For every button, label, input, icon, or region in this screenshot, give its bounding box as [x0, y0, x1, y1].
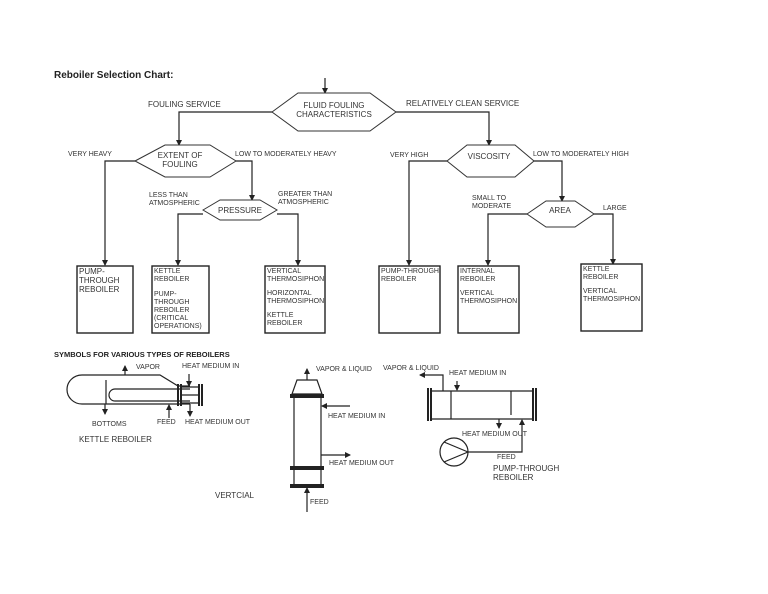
outcome-box-5: INTERNAL REBOILER VERTICAL THERMOSIPHON	[457, 265, 520, 334]
outcome-6-line: VERTICAL	[583, 288, 617, 295]
feed-arrow	[468, 419, 525, 453]
vapor-liquid-arrow	[419, 372, 444, 391]
decision-viscosity-label: VISCOSITY	[468, 152, 511, 161]
outcome-3-line: THERMOSIPHON	[267, 298, 324, 305]
kettle-feed-label: FEED	[157, 419, 176, 426]
outcome-box-1: PUMP- THROUGH REBOILER	[76, 265, 134, 334]
kettle-heat-out-label: HEAT MEDIUM OUT	[185, 419, 251, 426]
connector-greater-than-atm	[277, 213, 301, 266]
decision-pressure	[202, 199, 278, 221]
label-greater-than-atm-line2: ATMOSPHERIC	[278, 199, 329, 206]
connector-large	[594, 213, 616, 265]
outcome-3-line: VERTICAL	[267, 268, 301, 275]
outcome-3-line: KETTLE	[267, 312, 294, 319]
vertical-vapor-liquid-label: VAPOR & LIQUID	[316, 366, 372, 373]
label-clean-service: RELATIVELY CLEAN SERVICE	[406, 99, 519, 108]
label-low-mod-high: LOW TO MODERATELY HIGH	[533, 151, 629, 158]
label-low-mod-heavy: LOW TO MODERATELY HEAVY	[235, 151, 337, 158]
decision-extent-line2: FOULING	[162, 160, 198, 169]
outcome-3-line: THERMOSIPHON	[267, 276, 324, 283]
outcome-3-line: REBOILER	[267, 320, 302, 327]
outcome-2-line: OPERATIONS)	[154, 323, 202, 330]
connector-clean-service	[396, 111, 492, 146]
outcome-box-2: KETTLE REBOILER PUMP- THROUGH REBOILER (…	[151, 265, 210, 334]
outcome-1-line: REBOILER	[79, 285, 120, 294]
outcome-5-line: INTERNAL	[460, 268, 495, 275]
label-small-mod-line2: MODERATE	[472, 203, 511, 210]
label-small-mod-line1: SMALL TO	[472, 195, 507, 202]
outcome-6-line: THERMOSIPHON	[583, 296, 640, 303]
kettle-heat-in-label: HEAT MEDIUM IN	[182, 363, 239, 370]
pump-heat-out-label: HEAT MEDIUM OUT	[462, 431, 528, 438]
pump-caption-line2: REBOILER	[493, 473, 534, 482]
outcome-1-line: THROUGH	[79, 276, 120, 285]
connector-low-mod-high	[534, 160, 565, 202]
connector-very-high	[406, 160, 447, 266]
label-very-heavy: VERY HEAVY	[68, 151, 112, 158]
outcome-2-line: KETTLE	[154, 268, 181, 275]
kettle-reboiler-symbol	[66, 365, 203, 418]
outcome-2-line: PUMP-	[154, 291, 177, 298]
outcome-box-4: PUMP-THROUGH REBOILER	[378, 265, 441, 334]
label-greater-than-atm-line1: GREATER THAN	[278, 191, 332, 198]
vertical-heat-in-label: HEAT MEDIUM IN	[328, 413, 385, 420]
outcome-2-line: THROUGH	[154, 299, 189, 306]
symbols-heading: SYMBOLS FOR VARIOUS TYPES OF REBOILERS	[54, 350, 230, 359]
outcome-1-line: PUMP-	[79, 267, 105, 276]
label-fouling-service: FOULING SERVICE	[148, 100, 221, 109]
decision-viscosity	[446, 144, 535, 178]
label-less-than-atm-line2: ATMOSPHERIC	[149, 200, 200, 207]
decision-extent-line1: EXTENT OF	[158, 151, 203, 160]
label-very-high: VERY HIGH	[390, 152, 428, 159]
vertical-reboiler-symbol	[290, 368, 351, 512]
connector-very-heavy	[102, 160, 135, 266]
vertical-feed-label: FEED	[310, 499, 329, 506]
vertical-heat-out-label: HEAT MEDIUM OUT	[329, 460, 395, 467]
kettle-caption: KETTLE REBOILER	[79, 435, 152, 444]
pump-heat-in-label: HEAT MEDIUM IN	[449, 370, 506, 377]
decision-area-label: AREA	[549, 206, 571, 215]
connector-small-mod	[485, 213, 527, 266]
outcome-2-line: (CRITICAL	[154, 315, 188, 322]
outcome-box-6: KETTLE REBOILER VERTICAL THERMOSIPHON	[580, 263, 643, 332]
outcome-4-line: REBOILER	[381, 276, 416, 283]
decision-fluid-fouling-line1: FLUID FOULING	[304, 101, 365, 110]
decision-fluid-fouling-line2: CHARACTERISTICS	[296, 110, 372, 119]
label-large: LARGE	[603, 205, 627, 212]
pump-feed-label: FEED	[497, 454, 516, 461]
connector-low-mod-heavy	[236, 160, 255, 201]
outcome-5-line: REBOILER	[460, 276, 495, 283]
pump-through-reboiler-symbol	[419, 372, 537, 467]
chart-title: Reboiler Selection Chart:	[54, 70, 173, 81]
kettle-vapor-label: VAPOR	[136, 364, 160, 371]
connector-less-than-atm	[175, 213, 203, 266]
pump-caption-line1: PUMP-THROUGH	[493, 464, 559, 473]
outcome-6-line: REBOILER	[583, 274, 618, 281]
vertical-caption: VERTCIAL	[215, 491, 255, 500]
decision-pressure-label: PRESSURE	[218, 206, 262, 215]
connector-fouling-service	[176, 111, 272, 146]
outcome-3-line: HORIZONTAL	[267, 290, 312, 297]
outcome-2-line: REBOILER	[154, 276, 189, 283]
outcome-5-line: THERMOSIPHON	[460, 298, 517, 305]
pump-vapor-liquid-label: VAPOR & LIQUID	[383, 365, 439, 372]
outcome-4-line: PUMP-THROUGH	[381, 268, 439, 275]
kettle-bottoms-label: BOTTOMS	[92, 421, 127, 428]
label-less-than-atm-line1: LESS THAN	[149, 192, 188, 199]
outcome-2-line: REBOILER	[154, 307, 189, 314]
outcome-6-line: KETTLE	[583, 266, 610, 273]
outcome-5-line: VERTICAL	[460, 290, 494, 297]
outcome-box-3: VERTICAL THERMOSIPHON HORIZONTAL THERMOS…	[264, 265, 326, 334]
